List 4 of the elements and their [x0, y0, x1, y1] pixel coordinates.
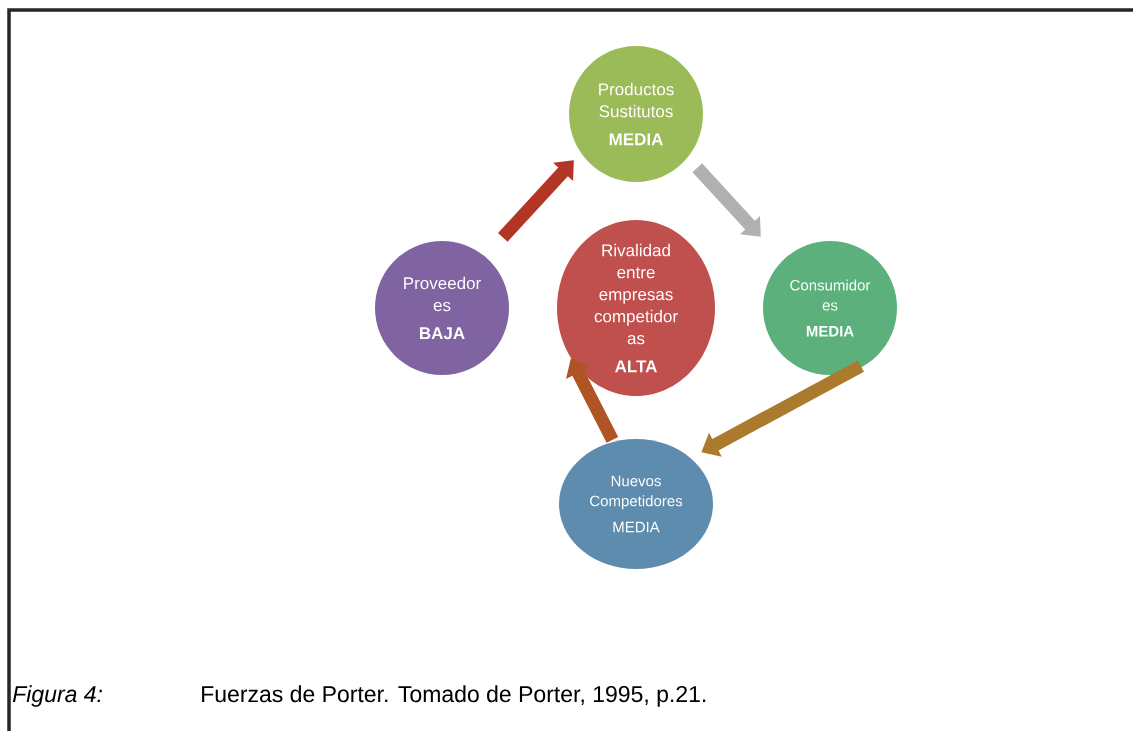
caption: Fuerzas de Porter. Tomado de Porter, 1995, p.21. [202, 685, 706, 707]
block-arrow [692, 163, 761, 237]
figure-number: Figura 4: [12, 685, 102, 707]
block-arrow [498, 160, 574, 242]
